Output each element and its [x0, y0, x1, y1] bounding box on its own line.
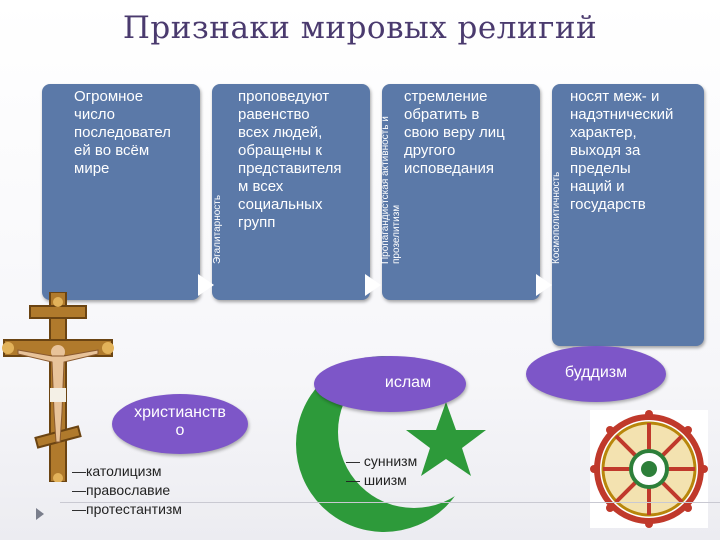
vlabel-proselytism-wrap: Пропагандистская активность и прозелитиз…: [380, 84, 406, 264]
religion-buddhism-label: буддизм: [564, 364, 628, 381]
feature-box-cosmopolitan: носят меж- и надэтнический характер, вых…: [552, 84, 704, 346]
vlabel-cosmopolitan: Космополитичность: [551, 171, 562, 264]
vlabel-egalitarian: Эгалитарность: [212, 194, 223, 264]
cross-icon: [2, 292, 114, 482]
religion-buddhism: буддизм: [526, 346, 666, 402]
vlabel-egalitarian-wrap: Эгалитарность: [212, 84, 231, 264]
feature-text-proselytism: стремление обратить в свою веру лиц друг…: [404, 88, 505, 177]
religion-christianity-label: христианств о: [134, 404, 226, 439]
feature-box-egalitarian: проповедуют равенство всех людей, обраще…: [212, 84, 370, 300]
vlabel-proselytism: Пропагандистская активность и прозелитиз…: [380, 116, 402, 264]
footer-divider: [60, 502, 720, 503]
page-title: Признаки мировых религий: [122, 10, 598, 46]
feature-text-followers: Огромное число последовател ей во всём м…: [74, 88, 171, 177]
arrow-right-icon: [198, 274, 214, 296]
religion-islam: ислам: [314, 356, 466, 412]
feature-box-proselytism: стремление обратить в свою веру лиц друг…: [382, 84, 540, 300]
religion-islam-label: ислам: [384, 374, 432, 391]
dharma-wheel-icon: [590, 410, 708, 528]
feature-text-egalitarian: проповедуют равенство всех людей, обраще…: [238, 88, 342, 231]
arrow-right-icon: [536, 274, 552, 296]
islam-branches: — суннизм — шиизм: [346, 453, 418, 488]
arrow-right-icon: [365, 274, 381, 296]
christianity-branches: —католицизм —православие —протестантизм: [72, 463, 182, 517]
feature-box-followers: Огромное число последовател ей во всём м…: [42, 84, 200, 300]
feature-text-cosmopolitan: носят меж- и надэтнический характер, вых…: [570, 88, 674, 213]
nav-arrow-icon[interactable]: [36, 508, 44, 520]
vlabel-cosmopolitan-wrap: Космополитичность: [551, 84, 570, 264]
religion-christianity: христианств о: [112, 394, 248, 454]
